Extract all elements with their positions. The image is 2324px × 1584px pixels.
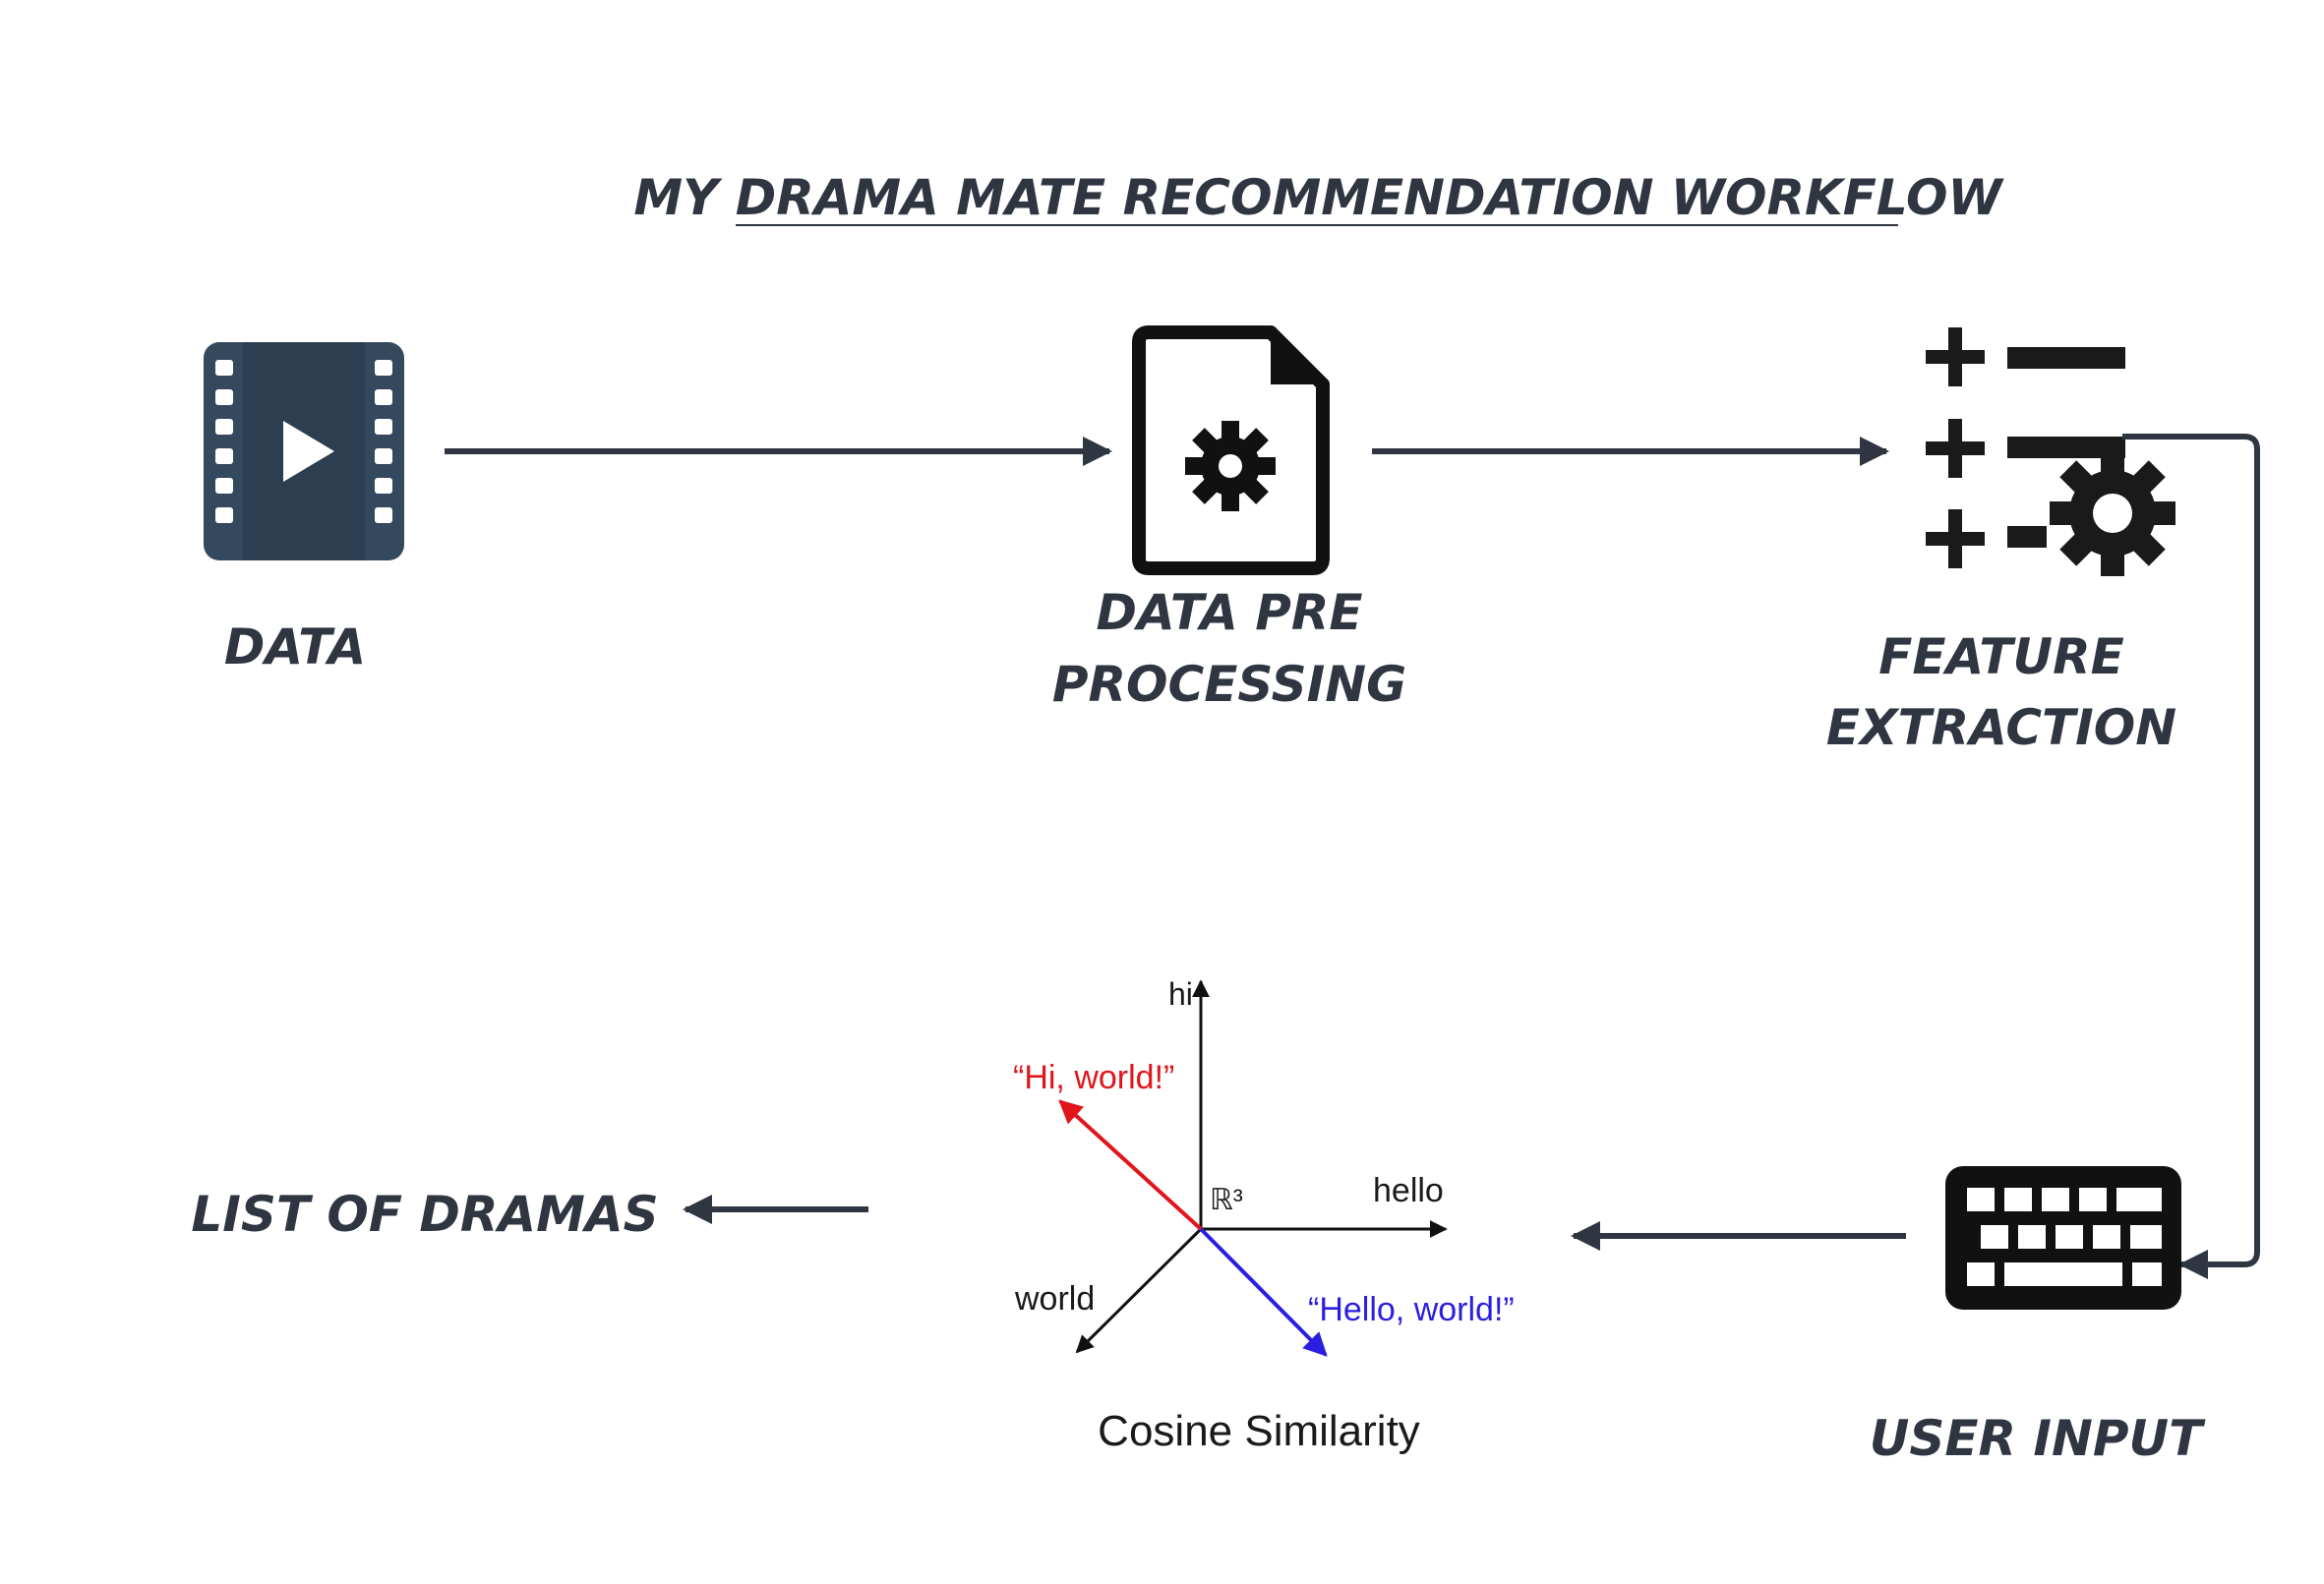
axis-label-hi: hi <box>1168 976 1193 1012</box>
vector-red <box>1058 1099 1203 1231</box>
axis-world <box>1075 1227 1203 1354</box>
vector-red-label: “Hi, world!” <box>1013 1059 1174 1096</box>
axis-label-hello: hello <box>1373 1172 1444 1209</box>
axis-label-world: world <box>1014 1280 1095 1318</box>
node-label-preprocessing-line1: DATA PRE <box>1096 584 1362 641</box>
cosine-similarity-figure: hi hello world ℝ³ “Hi, world!” “Hello, w… <box>1013 976 1515 1455</box>
node-label-feature-line2: EXTRACTION <box>1826 699 2176 756</box>
vector-blue <box>1199 1227 1328 1357</box>
cosine-caption: Cosine Similarity <box>1098 1407 1420 1455</box>
space-label: ℝ³ <box>1210 1184 1243 1216</box>
connector-feature-to-user-input <box>2122 434 2260 1279</box>
node-label-data: DATA <box>224 618 366 675</box>
diagram-title: MY DRAMA MATE RECOMMENDATION WORKFLOW <box>633 169 2004 226</box>
film-play-icon <box>204 342 404 560</box>
vector-blue-label: “Hello, world!” <box>1308 1291 1515 1328</box>
node-label-feature-line1: FEATURE <box>1878 628 2124 685</box>
keyboard-icon <box>1945 1166 2181 1310</box>
gear-document-icon <box>1132 325 1330 575</box>
node-label-output: LIST OF DRAMAS <box>191 1186 658 1243</box>
list-gear-icon <box>1926 327 2175 576</box>
node-label-user-input: USER INPUT <box>1870 1410 2206 1467</box>
node-label-preprocessing-line2: PROCESSING <box>1052 656 1406 713</box>
